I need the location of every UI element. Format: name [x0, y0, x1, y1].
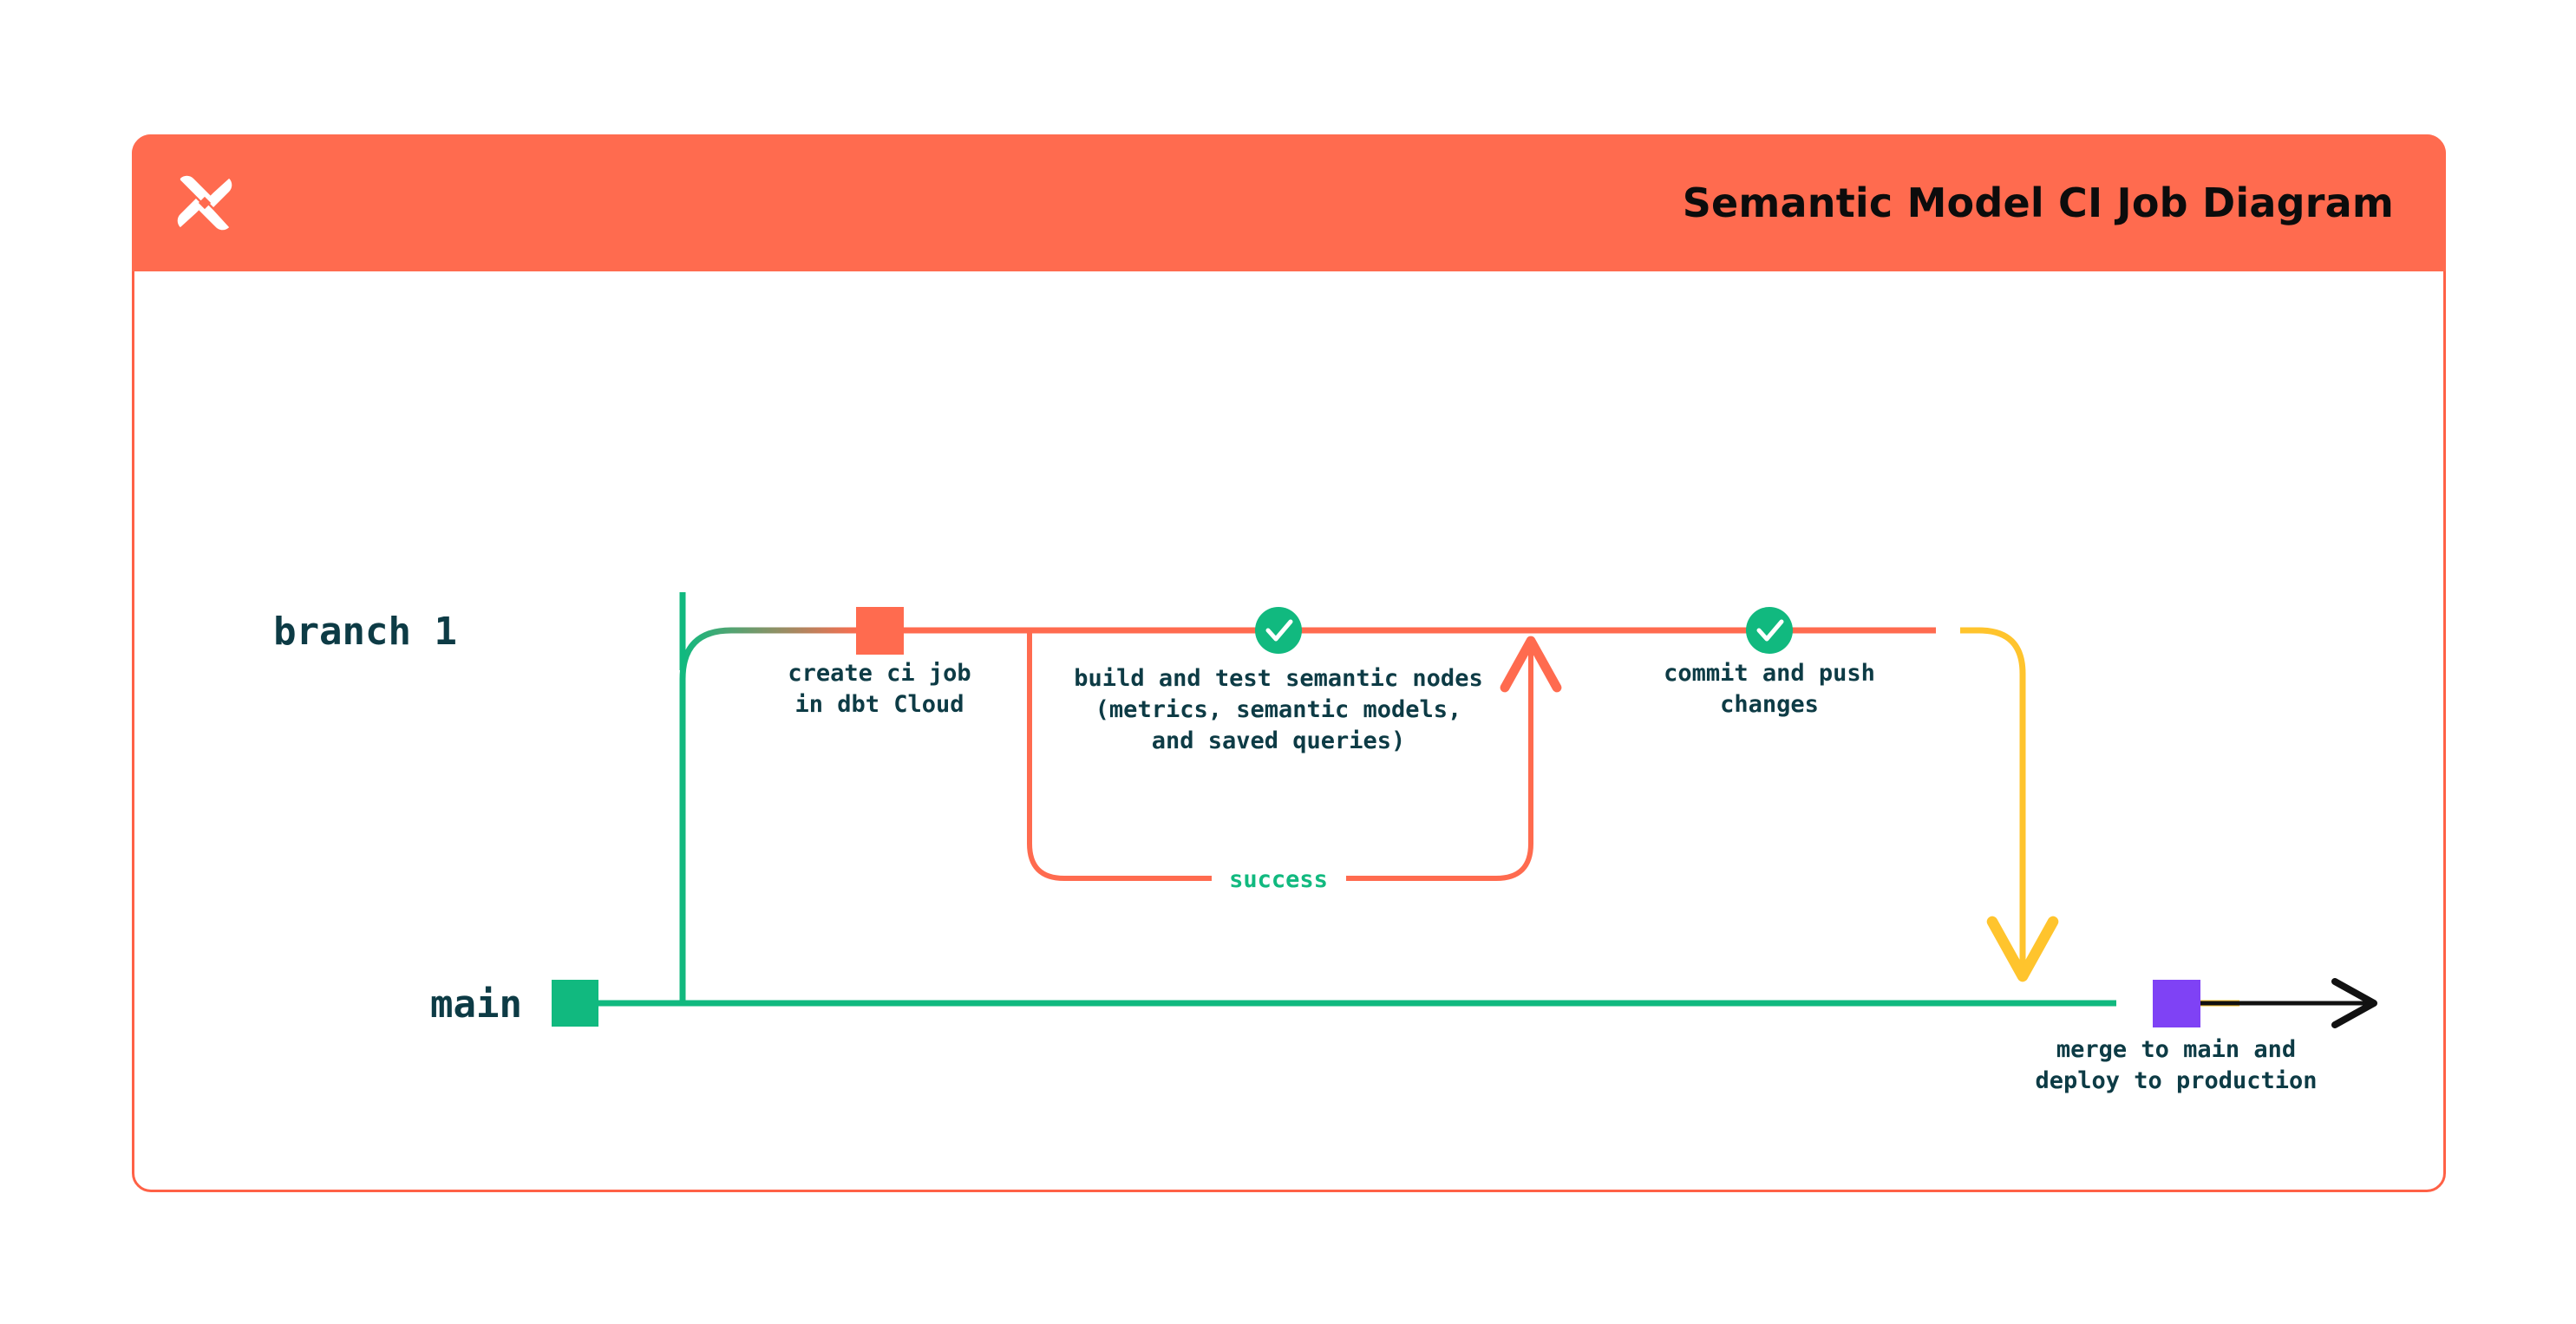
node-merge-to-main-label-line1: merge to main and: [2056, 1036, 2296, 1063]
success-loop-edge: success: [1027, 630, 1562, 893]
page-title: Semantic Model CI Job Diagram: [1682, 179, 2394, 226]
node-create-ci-job-label-line1: create ci job: [788, 660, 971, 687]
node-merge-to-main[interactable]: merge to main and deploy to production: [2035, 980, 2318, 1094]
node-create-ci-job-label-line2: in dbt Cloud: [794, 691, 964, 718]
branch-flow-diagram: success branch 1 main: [132, 271, 2446, 1192]
edge-label-success: success: [1229, 866, 1328, 893]
node-build-and-test-label-line3: and saved queries): [1152, 727, 1406, 754]
diagram-card-header: Semantic Model CI Job Diagram: [132, 134, 2446, 271]
check-icon: [1756, 619, 1784, 642]
lane-label-main: main: [430, 982, 522, 1027]
check-circle-icon: [1255, 607, 1302, 654]
node-build-and-test-label-line1: build and test semantic nodes: [1074, 665, 1482, 692]
node-commit-and-push-label-line1: commit and push: [1664, 660, 1875, 687]
merge-edge: [1960, 627, 2059, 982]
lane-label-branch1: branch 1: [273, 610, 457, 654]
node-commit-and-push-label-line2: changes: [1720, 691, 1819, 718]
check-icon: [1265, 619, 1293, 642]
node-commit-and-push[interactable]: commit and push changes: [1664, 607, 1875, 718]
diagram-card-body: [132, 134, 2446, 1192]
dbt-logo-icon: [168, 166, 241, 239]
diagram-card: Semantic Model CI Job Diagram: [132, 134, 2446, 1192]
node-build-and-test-label-line2: (metrics, semantic models,: [1095, 696, 1462, 723]
branch-out-edge: [679, 627, 860, 1003]
check-circle-icon: [1746, 607, 1793, 654]
node-merge-to-main-label-line2: deploy to production: [2035, 1067, 2317, 1094]
node-main-start[interactable]: [552, 980, 598, 1027]
node-build-and-test[interactable]: build and test semantic nodes (metrics, …: [1074, 607, 1483, 754]
node-create-ci-job[interactable]: create ci job in dbt Cloud: [788, 607, 971, 718]
